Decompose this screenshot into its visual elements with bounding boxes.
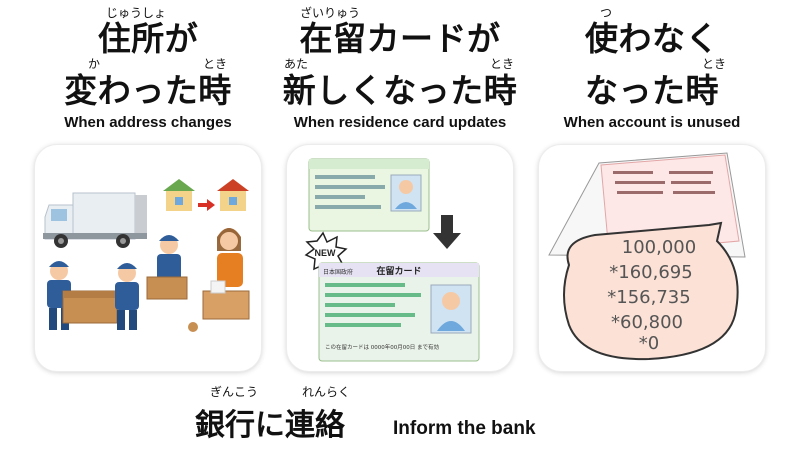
card-country-label: 日本国政府 (323, 268, 353, 276)
title-unused-line1: 使わなく (585, 19, 719, 58)
card-footer-label: この在留カードは 0000年00月00日 まで有効 (325, 343, 439, 351)
arrow-down-icon (433, 215, 461, 249)
ruby-ginko: ぎんこう (210, 385, 259, 399)
ruby-toki: とき (490, 57, 515, 71)
bubble-amount-4: *60,800 (611, 312, 683, 333)
ruby-tsu: つ (600, 6, 613, 20)
speech-bubble: 100,000 *160,695 *156,735 *60,800 *0 (563, 221, 739, 361)
woman-packing-icon (188, 228, 250, 332)
title-unused-line2: なった時 (585, 71, 719, 110)
mover-worker-icon (146, 235, 188, 300)
bubble-amount-3: *156,735 (607, 287, 690, 308)
mover-worker-icon (47, 261, 118, 330)
moving-truck-icon (43, 192, 147, 248)
english-card-update: When residence card updates (293, 114, 507, 131)
ruby-jusho: じゅうしょ (106, 6, 167, 20)
new-residence-card-icon: 在留カード 日本国政府 この在留カードは 0000年00月00日 まで有効 (318, 262, 480, 362)
english-unused-account: When account is unused (563, 114, 741, 131)
footer-title: 銀行に連絡 (195, 408, 345, 443)
mover-worker-icon (115, 263, 139, 330)
bankbook-illustration-card: 100,000 *160,695 *156,735 *60,800 *0 (539, 145, 765, 371)
ruby-toki: とき (702, 57, 727, 71)
residence-card-illustration: NEW 在留カード 日本国政府 この在留カードは 0000年00月00日 まで有… (287, 145, 513, 371)
ruby-zairyu: ざいりゅう (300, 6, 361, 20)
ruby-ka: か (88, 57, 101, 71)
new-house-icon (217, 179, 249, 211)
arrow-right-icon (198, 199, 215, 211)
title-card-line1: 在留カードが (299, 19, 501, 58)
title-address-line2: 変わった時 (64, 71, 232, 110)
ruby-toki: とき (203, 57, 228, 71)
bubble-amount-1: 100,000 (622, 237, 696, 258)
house-icon (163, 179, 195, 211)
bubble-amount-2: *160,695 (609, 262, 692, 283)
bubble-amount-5: *0 (639, 333, 659, 354)
card-header-label: 在留カード (376, 265, 421, 277)
moving-illustration-card (35, 145, 261, 371)
english-address-change: When address changes (64, 114, 232, 131)
new-badge-label: NEW (315, 248, 337, 258)
footer-english: Inform the bank (393, 418, 536, 439)
title-card-line2: 新しくなった時 (282, 71, 518, 110)
ruby-ata: あた (284, 57, 309, 71)
old-residence-card-icon (308, 158, 430, 232)
ruby-renraku: れんらく (302, 385, 351, 399)
title-address-line1: 住所が (97, 19, 199, 58)
